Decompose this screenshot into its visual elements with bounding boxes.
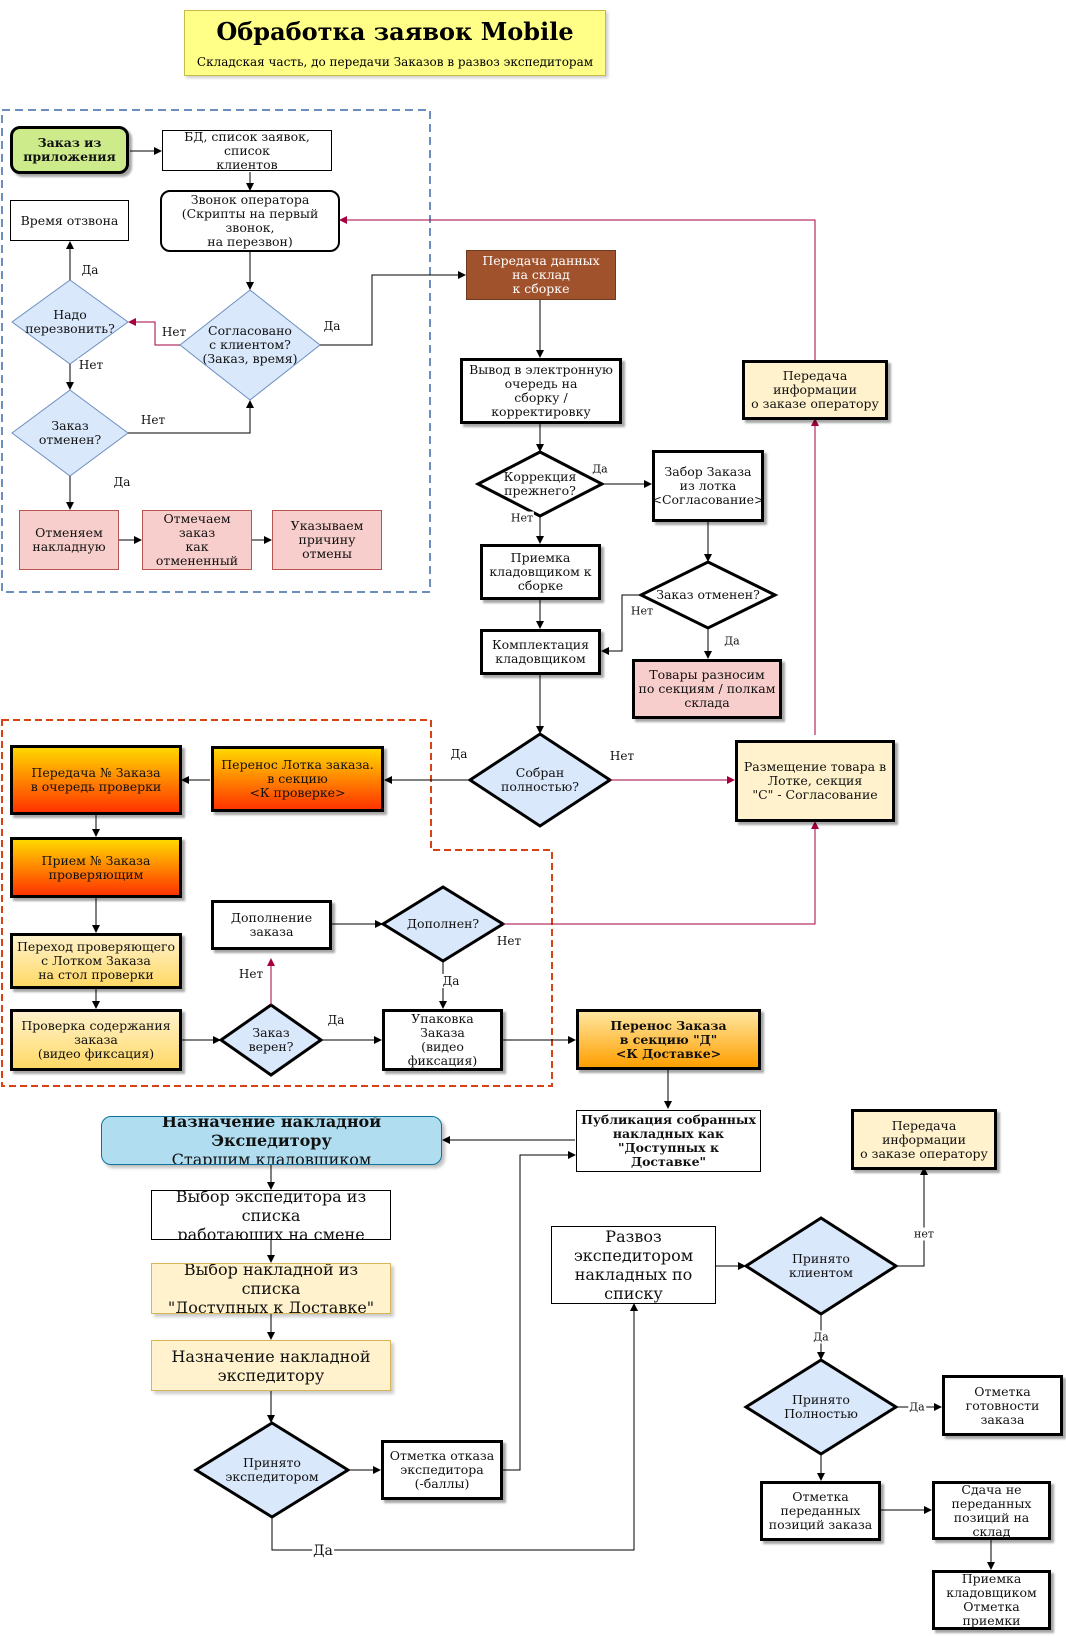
edge-label-no: Нет: [629, 604, 655, 618]
node-db-list: БД, список заявок, список клиентов: [162, 130, 332, 171]
assign-invoice-title: Назначение накладной Экспедитору: [161, 1116, 382, 1150]
node-warehouse-accept: Приемка кладовщиком Отметка приемки: [932, 1570, 1051, 1630]
node-completion-by-storekeeper: Комплектация кладовщиком: [480, 629, 601, 675]
node-electronic-queue: Вывод в электронную очередь на сборку / …: [460, 358, 622, 424]
node-info-to-operator-1: Передача информации о заказе оператору: [742, 360, 888, 420]
title-banner: Обработка заявок Mobile Складская часть,…: [184, 10, 606, 76]
edge-label-yes: Да: [591, 462, 609, 476]
node-move-tray-to-check: Перенос Лотка заказа. в секцию <К провер…: [211, 746, 384, 812]
node-mark-cancelled: Отмечаем заказ как отмененный: [142, 510, 252, 570]
node-publish-orders: Публикация собранных накладных как "Дост…: [576, 1110, 761, 1172]
node-cancel-reason: Указываем причину отмены: [272, 510, 382, 570]
edge-label-no: Нет: [495, 934, 523, 948]
node-accept-by-checker: Прием № Заказа проверяющим: [10, 837, 182, 898]
edge-label-yes: Да: [312, 1543, 334, 1559]
decision-assembled-text: Собран полностью?: [501, 765, 579, 794]
region-checking: [1, 719, 553, 1087]
edge-label-no: Нет: [509, 511, 535, 525]
node-return-to-warehouse: Сдача не переданных позиций на склад: [932, 1481, 1051, 1540]
decision-agreed-text: Согласовано с клиентом? (Заказ, время): [202, 323, 298, 366]
node-courier-delivery: Развоз экспедитором накладных по списку: [551, 1226, 716, 1304]
node-warehouse-transfer: Передача данных на склад к сборке: [466, 250, 616, 300]
node-checker-to-table: Переход проверяющего с Лотком Заказа на …: [10, 933, 182, 989]
black-connectors: [66, 147, 995, 1570]
node-operator-call: Звонок оператора (Скрипты на первый звон…: [160, 190, 340, 252]
node-order-from-app: Заказ из приложения: [10, 126, 129, 174]
edge-label-no: Нет: [139, 413, 167, 427]
decision-correction-text: Коррекция прежнего?: [503, 469, 577, 498]
node-move-to-delivery: Перенос Заказа в секцию "Д" <К Доставке>: [576, 1009, 761, 1070]
decision-accepted-client-text: Принято клиентом: [789, 1251, 853, 1280]
edge-label-no: Нет: [77, 358, 105, 372]
decision-accepted-fully-label: Принято Полностью: [784, 1392, 858, 1421]
node-assign-invoice-courier: Назначение накладной экспедитору: [151, 1340, 391, 1391]
edge-label-yes: Да: [326, 1013, 346, 1027]
edge-label-yes: Да: [112, 475, 132, 489]
node-choose-courier: Выбор экспедитора из списка работающих н…: [151, 1190, 391, 1240]
edge-label-yes: Да: [723, 634, 741, 648]
decision-assembled: [467, 732, 613, 828]
node-assign-invoice: Назначение накладной Экспедитору Старшим…: [101, 1116, 442, 1165]
decision-order-cancelled-2-text: Заказ отменен?: [656, 587, 760, 602]
decision-order-cancelled-1-text: Заказ отменен?: [38, 418, 102, 447]
edge-label-no: Нет: [237, 967, 265, 981]
node-callback-time: Время отзвона: [10, 200, 129, 241]
node-choose-invoice: Выбор накладной из списка "Доступных к Д…: [151, 1263, 391, 1314]
edge-label-no: Нет: [608, 749, 636, 763]
feedback-connectors: [128, 216, 819, 1005]
edge-label-yes: Да: [322, 319, 342, 333]
node-check-contents: Проверка содержания заказа (видео фиксац…: [10, 1009, 182, 1071]
node-pick-from-tray: Забор Заказа из лотка <Согласование>: [652, 450, 764, 522]
decision-accepted-courier-text: Принято экспедитором: [225, 1455, 319, 1484]
node-mark-ready: Отметка готовности заказа: [942, 1375, 1063, 1436]
edge-label-yes: Да: [908, 1400, 926, 1414]
region-call-center: [1, 109, 431, 593]
node-accept-by-storekeeper: Приемка кладовщиком к сборке: [480, 544, 601, 600]
decision-order-correct: [218, 1003, 324, 1077]
edge-label-yes: Да: [80, 263, 100, 277]
diagram-title: Обработка заявок Mobile: [216, 17, 574, 46]
decision-supplemented-text: Дополнен?: [406, 916, 480, 931]
node-order-addition: Дополнение заказа: [211, 900, 332, 950]
node-cancel-invoice: Отменяем накладную: [19, 510, 119, 570]
edge-label-yes: Да: [812, 1330, 830, 1344]
node-info-to-operator-2: Передача информации о заказе оператору: [851, 1109, 997, 1170]
node-mark-transferred: Отметка переданных позиций заказа: [760, 1481, 881, 1541]
edge-label-no: Нет: [160, 325, 188, 339]
diagram-subtitle: Складская часть, до передачи Заказов в р…: [196, 55, 594, 69]
node-packing: Упаковка Заказа (видео фиксация): [382, 1009, 503, 1071]
assign-invoice-subtitle: Старшим кладовщиком: [171, 1150, 372, 1165]
node-order-number-to-queue: Передача № Заказа в очередь проверки: [10, 745, 182, 815]
node-courier-refusal: Отметка отказа экспедитора (-баллы): [381, 1440, 503, 1500]
edge-label-yes: Да: [449, 747, 469, 761]
edge-label-no-lower: нет: [913, 1227, 935, 1241]
node-items-to-sections: Товары разносим по секциям / полкам скла…: [632, 659, 782, 719]
decision-order-correct-text: Заказ верен?: [248, 1025, 294, 1054]
node-place-goods-in-tray: Размещение товара в Лотке, секция "С" - …: [735, 740, 895, 822]
edge-label-yes: Да: [441, 974, 461, 988]
decision-need-callback-text: Надо перезвонить?: [25, 307, 115, 336]
